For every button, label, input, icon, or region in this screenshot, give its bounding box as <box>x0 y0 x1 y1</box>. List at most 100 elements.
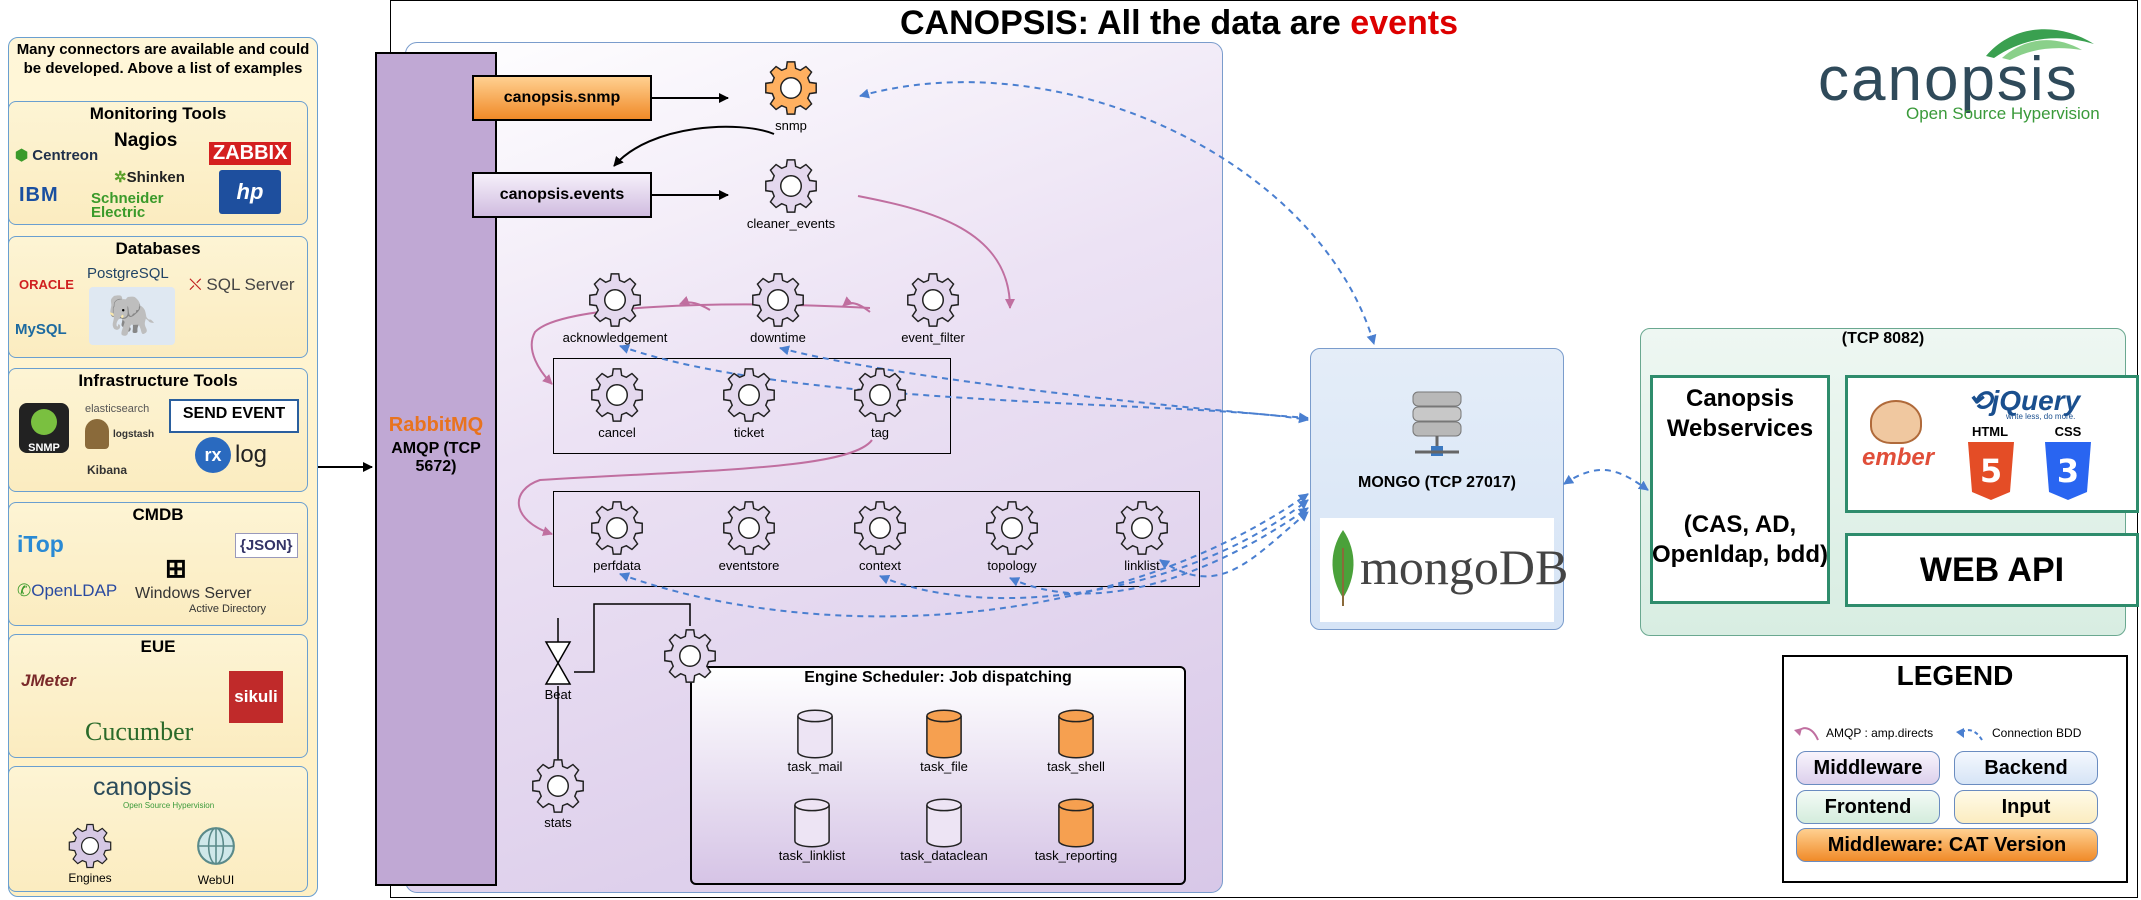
ember-logo: ember <box>1862 444 1935 471</box>
group-cmdb: CMDB iTop {JSON} ✆OpenLDAP ⊞ Windows Ser… <box>8 502 308 626</box>
legend-input: Input <box>1954 790 2098 824</box>
engine-label-eventstore: eventstore <box>718 558 780 573</box>
json-logo: {JSON} <box>235 533 298 558</box>
zabbix-logo: ZABBIX <box>209 142 292 165</box>
logstash-logo: logstash <box>113 429 155 440</box>
windows-icon: ⊞ <box>165 553 187 583</box>
css3-icon: 3 <box>2045 442 2091 500</box>
task-label-shell: task_shell <box>1047 759 1105 774</box>
elasticsearch-logo: elasticsearch <box>85 403 150 415</box>
stats-label: stats <box>544 815 572 830</box>
kibana-logo: Kibana <box>87 463 128 477</box>
brand-logo: canopsis <box>1818 45 2079 114</box>
schneider-logo: Schneider Electric <box>91 190 164 221</box>
group-title: CMDB <box>132 505 184 524</box>
engine-label-linklist: linklist <box>1124 558 1160 573</box>
group-canopsis: canopsis Open Source Hypervision Engines… <box>8 766 308 892</box>
mongodb-logo: mongoDB <box>1320 518 1568 622</box>
oracle-logo: ORACLE <box>19 277 74 292</box>
rxlog-icon: rx <box>195 437 231 473</box>
engine-label-acknowledgement: acknowledgement <box>562 330 668 345</box>
sikuli-logo: sikuli <box>229 671 283 723</box>
engine-label-context: context <box>859 558 901 573</box>
connectors-intro: Many connectors are available and could … <box>16 41 310 77</box>
jmeter-logo: JMeter <box>21 671 76 690</box>
engine-label-snmp: snmp <box>775 118 807 133</box>
engine-label-cancel: cancel <box>598 425 636 440</box>
shinken-logo: ✲Shinken <box>114 169 185 186</box>
svg-text:3: 3 <box>2057 452 2079 490</box>
legend-title: LEGEND <box>1896 660 2014 691</box>
snmp-icon <box>31 409 57 435</box>
engines-label: Engines <box>68 871 112 885</box>
brand-tagline: Open Source Hypervision <box>1906 104 2100 123</box>
logstash-icon <box>85 419 109 449</box>
engine-label-cleaner-events: cleaner_events <box>746 216 836 231</box>
rabbitmq-logo: RabbitMQ <box>388 414 484 436</box>
ember-mascot-icon <box>1870 400 1922 444</box>
scheduler-title: Engine Scheduler: Job dispatching <box>804 669 1072 686</box>
legend-cat-version: Middleware: CAT Version <box>1796 828 2098 862</box>
engine-scheduler <box>690 666 1186 885</box>
postgresql-elephant-icon: 🐘 <box>89 287 175 345</box>
task-label-file: task_file <box>920 759 968 774</box>
engine-label-ticket: ticket <box>733 425 765 440</box>
send-event-button[interactable]: SEND EVENT <box>169 399 299 433</box>
group-title: EUE <box>140 637 176 656</box>
legend-backend: Backend <box>1954 751 2098 785</box>
beat-label: Beat <box>544 687 572 702</box>
legend-amqp-label: AMQP : amp.directs <box>1826 726 1934 740</box>
mongodb-wordmark: mongoDB <box>1360 539 1569 595</box>
task-label-mail: task_mail <box>787 759 843 774</box>
html5-label: HTML <box>1971 424 2009 439</box>
nagios-logo: Nagios <box>114 130 178 151</box>
task-label-reporting: task_reporting <box>1034 848 1118 863</box>
page-title: CANOPSIS: All the data are events <box>900 4 1459 42</box>
brand-swoosh-icon <box>1986 29 2094 60</box>
postgresql-logo: PostgreSQL <box>87 265 169 282</box>
frontend-port: (TCP 8082) <box>1841 330 1925 347</box>
engine-label-downtime: downtime <box>750 330 806 345</box>
group-infrastructure-tools: Infrastructure Tools SNMP elasticsearch … <box>8 368 308 492</box>
mongodb-leaf-icon <box>1332 530 1354 606</box>
group-title: Infrastructure Tools <box>78 371 238 390</box>
queue-canopsis-events: canopsis.events <box>472 172 652 218</box>
webui-label: WebUI <box>197 873 235 887</box>
ibm-logo: IBM <box>19 184 59 206</box>
html5-icon: 5 <box>1968 442 2014 500</box>
rxlog-logo: log <box>235 441 268 468</box>
css3-label: CSS <box>2054 424 2082 439</box>
web-api-box: WEB API <box>1845 533 2139 607</box>
jquery-tagline: write less, do more. <box>2006 412 2076 421</box>
legend-frontend: Frontend <box>1796 790 1940 824</box>
webui-globe-icon <box>197 827 235 865</box>
database-server-icon <box>1412 391 1462 456</box>
itop-logo: iTop <box>17 531 64 557</box>
queue-canopsis-snmp: canopsis.snmp <box>472 75 652 121</box>
sqlserver-logo: ⛌ SQL Server <box>189 275 295 294</box>
jquery-logo: ⟲jQuery <box>1968 385 2081 416</box>
canopsis-small-logo: canopsis <box>93 773 192 801</box>
engines-gear-icon <box>67 823 113 869</box>
group-title: Monitoring Tools <box>89 104 227 123</box>
amqp-label: AMQP (TCP 5672) <box>391 440 481 475</box>
webservices-subtitle: (CAS, AD, Openldap, bdd) <box>1652 511 1828 568</box>
legend-middleware: Middleware <box>1796 751 1940 785</box>
task-label-dataclean: task_dataclean <box>900 848 988 863</box>
svg-text:5: 5 <box>1980 452 2002 490</box>
webservices-title: Canopsis Webservices <box>1666 385 1814 442</box>
group-eue: EUE JMeter sikuli Cucumber <box>8 634 308 758</box>
webservices-box <box>1650 375 1830 604</box>
engine-label-perfdata: perfdata <box>593 558 641 573</box>
mysql-logo: MySQL <box>15 321 67 338</box>
engine-label-topology: topology <box>987 558 1037 573</box>
active-directory-label: Active Directory <box>189 603 267 615</box>
hp-logo: hp <box>219 170 281 214</box>
task-label-linklist: task_linklist <box>778 848 846 863</box>
amqp-arrow-legend-icon <box>1794 727 1819 741</box>
canopsis-small-tagline: Open Source Hypervision <box>123 801 215 810</box>
engine-label-event-filter: event_filter <box>901 330 965 345</box>
group-title: Databases <box>115 239 201 258</box>
engine-label-tag: tag <box>870 425 890 440</box>
legend-bdd-label: Connection BDD <box>1992 726 2082 740</box>
